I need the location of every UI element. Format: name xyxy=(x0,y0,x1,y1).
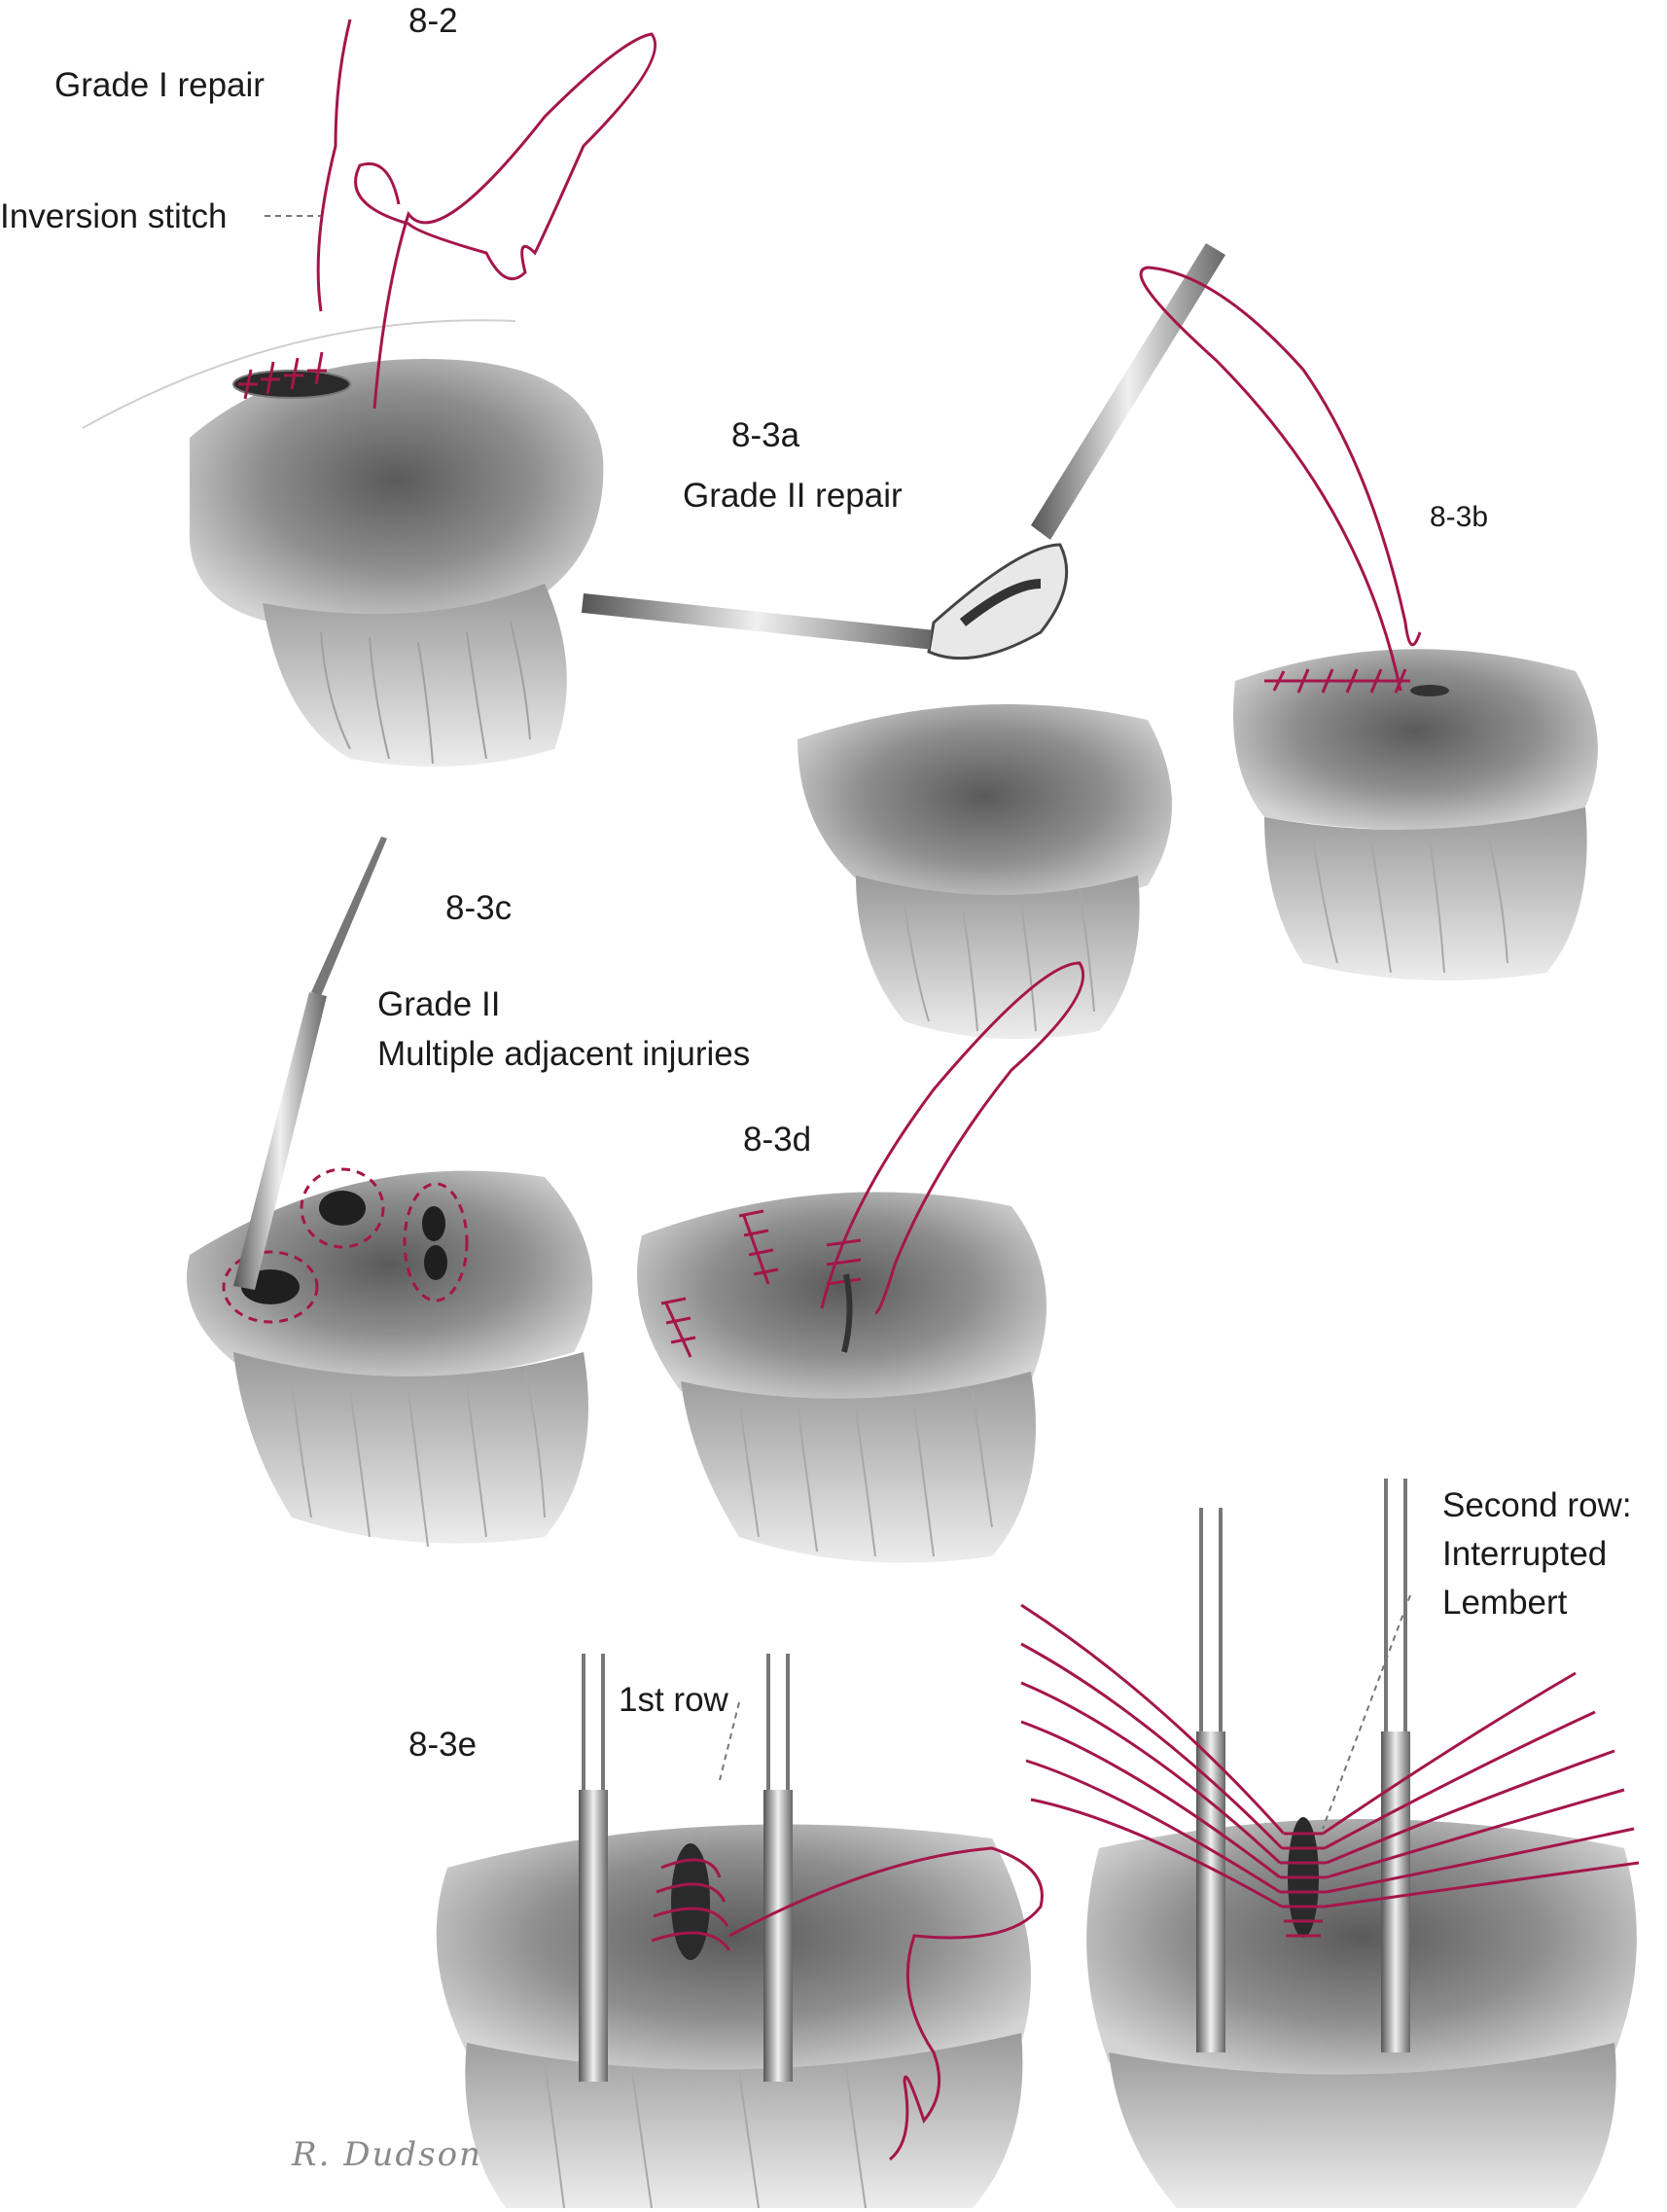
panel-8-3c-subtitle: Multiple adjacent injuries xyxy=(377,1035,751,1073)
suture-strand-8-2 xyxy=(354,32,657,410)
first-row-label: 1st row xyxy=(619,1681,728,1719)
artist-signature: R. Dudson xyxy=(292,2135,482,2174)
panel-8-2-id: 8-2 xyxy=(408,2,458,40)
injury-circles xyxy=(222,1167,469,1324)
panel-8-3a-title: Grade II repair xyxy=(683,477,903,515)
second-row-label: Second row: xyxy=(1442,1486,1632,1524)
suture-strand-8-3e xyxy=(728,1846,1044,2161)
clamp-right xyxy=(763,1790,793,2082)
panel-8-3b-drawing xyxy=(1139,266,1598,981)
probe-instrument xyxy=(233,992,327,1290)
retractor-instrument xyxy=(1031,243,1225,540)
panel-8-3a-drawing xyxy=(581,243,1225,1039)
panel-8-2-title: Grade I repair xyxy=(54,66,265,104)
leader-second-row xyxy=(1322,1594,1411,1830)
inversion-stitch-sutures xyxy=(232,18,657,410)
panel-8-3d-drawing xyxy=(637,961,1085,1563)
panel-8-3e-drawing xyxy=(436,1654,1044,2209)
clamp-left-2 xyxy=(1196,1731,1225,2052)
suture-loop-8-3d xyxy=(820,961,1085,1315)
closed-sutures-8-3d xyxy=(660,961,1085,1358)
panel-8-3e-id: 8-3e xyxy=(408,1726,478,1764)
panel-8-3d-id: 8-3d xyxy=(743,1121,812,1159)
bowel-loop xyxy=(189,359,604,628)
bowel-wall-arc xyxy=(82,319,516,429)
clamp-left xyxy=(579,1790,608,2082)
panel-8-3a-id: 8-3a xyxy=(731,416,800,454)
panel-8-3b-id: 8-3b xyxy=(1430,501,1489,533)
lembert-label: Lembert xyxy=(1442,1584,1568,1622)
leader-1st-row xyxy=(719,1701,740,1781)
mesentery-folds xyxy=(320,622,531,765)
panel-8-3c-title: Grade II xyxy=(377,985,501,1023)
lembert-sutures xyxy=(1020,1603,1640,1938)
panel-8-3f-drawing xyxy=(1020,1479,1640,2208)
callout-leaders xyxy=(265,215,1411,1830)
interrupted-label: Interrupted xyxy=(1442,1535,1608,1573)
forceps-instrument xyxy=(581,593,933,650)
inversion-stitch-label: Inversion stitch xyxy=(0,197,228,235)
running-sutures-8-3b xyxy=(1139,266,1422,694)
panel-8-3c-id: 8-3c xyxy=(445,889,513,927)
suture-loop-8-3b xyxy=(1139,266,1422,692)
panel-8-3c-drawing xyxy=(187,837,593,1548)
first-row-sutures xyxy=(651,1846,1044,2161)
panel-8-2-drawing xyxy=(82,18,657,767)
